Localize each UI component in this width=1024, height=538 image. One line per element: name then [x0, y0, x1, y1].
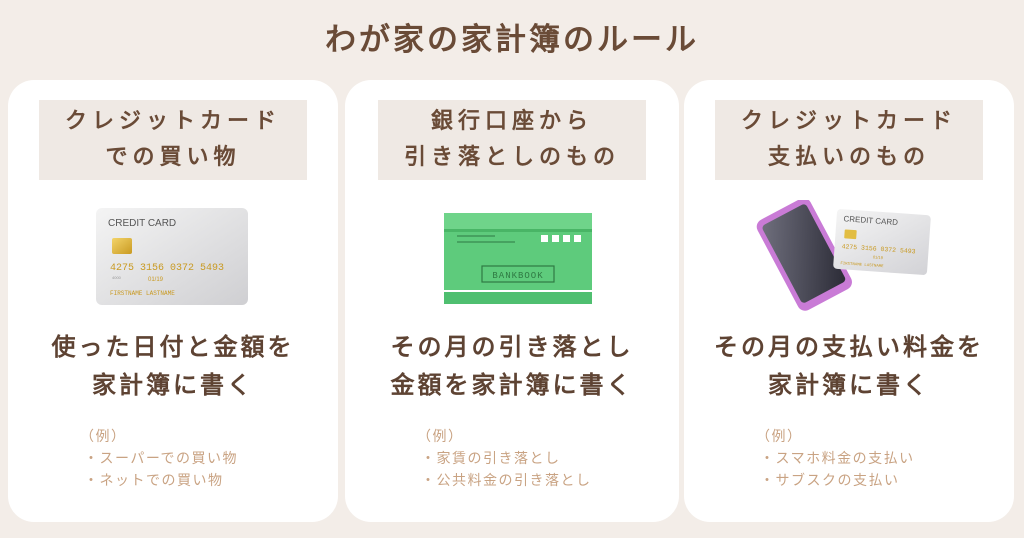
card-name: FIRSTNAME LASTNAME [110, 290, 175, 297]
example-item: ネットでの買い物 [84, 470, 238, 492]
card-heading-line: クレジットカード [64, 109, 281, 134]
card-label: CREDIT CARD [108, 218, 176, 229]
example-item: サブスクの支払い [760, 470, 915, 492]
page-title: わが家の家計簿のルール [325, 22, 699, 58]
card-number: 4275 3156 0372 5493 [110, 263, 224, 274]
instruction-line: その月の引き落とし [390, 333, 634, 361]
examples: （例） スーパーでの買い物 ネットでの買い物 [80, 426, 238, 492]
examples: （例） スマホ料金の支払い サブスクの支払い [756, 426, 915, 492]
instruction-line: 使った日付と金額を [51, 333, 295, 361]
instruction-line: 家計簿に書く [768, 371, 930, 399]
card-heading: クレジットカード 支払いのもの [715, 100, 983, 180]
bankbook-icon: BANKBOOK [444, 213, 592, 304]
credit-card-icon: CREDIT CARD 4275 3156 0372 5493 4000 01/… [96, 208, 248, 305]
card-name: FIRSTNAME LASTNAME [840, 262, 884, 269]
card-heading-line: での買い物 [105, 145, 241, 170]
example-item: スマホ料金の支払い [760, 448, 915, 470]
examples-label: （例） [756, 429, 803, 445]
example-item: スーパーでの買い物 [84, 448, 238, 470]
examples: （例） 家賃の引き落とし 公共料金の引き落とし [417, 426, 592, 492]
examples-label: （例） [417, 429, 464, 445]
instruction-line: その月の支払い料金を [714, 333, 984, 361]
instruction-line: 金額を家計簿に書く [390, 371, 634, 399]
phone-and-card-icon: CREDIT CARD 4275 3156 0372 5493 01/19 FI… [756, 200, 931, 311]
instruction-line: 家計簿に書く [92, 371, 254, 399]
card-credit-payment: クレジットカード 支払いのもの CREDIT CARD 4275 3156 03… [684, 80, 1014, 522]
card-valid: 01/19 [873, 254, 884, 260]
example-item: 家賃の引き落とし [421, 448, 592, 470]
card-instruction: 使った日付と金額を 家計簿に書く [8, 328, 338, 404]
card-heading-line: 支払いのもの [767, 145, 930, 170]
card-valid: 01/19 [148, 277, 164, 283]
example-item: 公共料金の引き落とし [421, 470, 592, 492]
card-credit-purchase: クレジットカード での買い物 CREDIT CARD 4275 3156 037… [8, 80, 338, 522]
card-heading: クレジットカード での買い物 [39, 100, 307, 180]
card-instruction: その月の支払い料金を 家計簿に書く [684, 328, 1014, 404]
card-heading-line: 銀行口座から [430, 109, 593, 134]
examples-label: （例） [80, 429, 127, 445]
card-sub: 4000 [112, 275, 122, 280]
card-label: CREDIT CARD [843, 214, 898, 227]
card-heading: 銀行口座から 引き落としのもの [378, 100, 646, 180]
card-heading-line: クレジットカード [740, 109, 957, 134]
bankbook-label: BANKBOOK [492, 271, 543, 281]
card-heading-line: 引き落としのもの [403, 145, 620, 170]
card-instruction: その月の引き落とし 金額を家計簿に書く [345, 328, 679, 404]
card-bank-debit: 銀行口座から 引き落としのもの BANKBOOK その月の引き落とし 金額を家計… [345, 80, 679, 522]
